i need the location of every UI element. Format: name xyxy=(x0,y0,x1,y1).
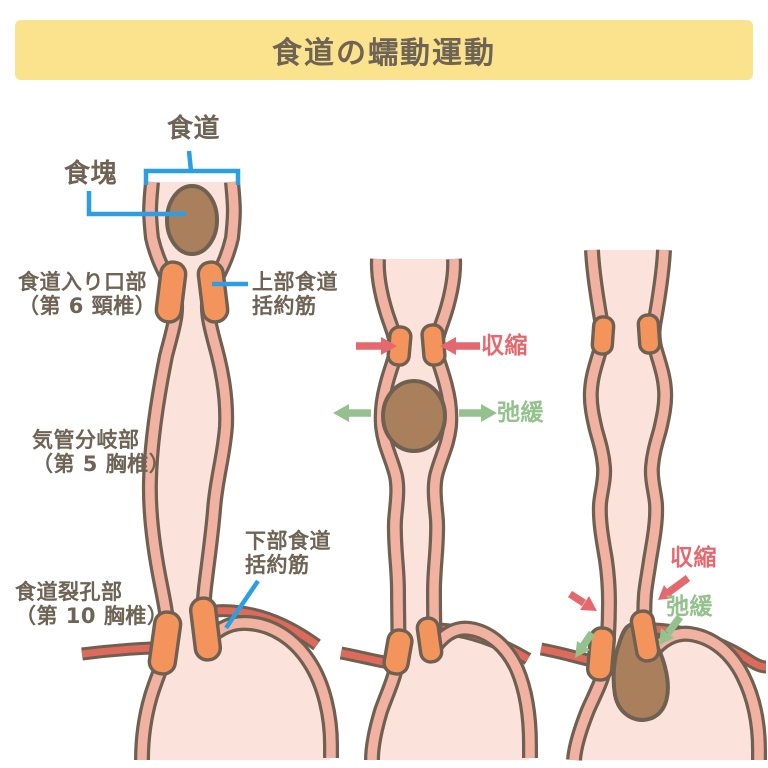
upper-sphincter-label-line1: 上部食道 xyxy=(252,270,338,294)
contraction-label-middle: 収縮 xyxy=(481,333,528,359)
relaxation-arrow-left-shaft xyxy=(579,630,596,649)
contraction-arrow-left-head xyxy=(580,596,597,611)
hiatus-label-line2: （第 10 胸椎） xyxy=(15,604,169,629)
food-bolus xyxy=(381,379,447,453)
lower-sphincter-label-line2: 括約筋 xyxy=(245,553,310,578)
esophagus-bracket-stem xyxy=(186,150,194,172)
upper-sphincter-label-line2: 括約筋 xyxy=(252,294,317,319)
page-title: 食道の蠕動運動 xyxy=(272,36,496,71)
esophagus-wall-right xyxy=(195,181,242,643)
upper-esophageal-sphincter-right xyxy=(636,313,662,355)
relaxation-arrow-left-head xyxy=(575,641,590,658)
lower-sphincter-label: 下部食道 括約筋 xyxy=(245,529,331,578)
lower-esophageal-sphincter-right xyxy=(629,609,661,663)
contraction-label-right: 収縮 xyxy=(670,545,717,571)
hiatus-label-line1: 食道裂孔部 xyxy=(15,580,123,604)
contraction-arrow-right-head xyxy=(658,585,674,600)
lower-esophageal-sphincter-right xyxy=(188,596,223,662)
bifurcation-label-line1: 気管分岐部 xyxy=(32,428,140,452)
relaxation-label-middle: 弛緩 xyxy=(497,400,544,426)
contraction-arrow-left-shaft xyxy=(567,590,587,607)
title-banner: 食道の蠕動運動 xyxy=(15,20,753,80)
panel-middle-diagram xyxy=(333,258,538,761)
bolus-label: 食塊 xyxy=(64,159,118,189)
relaxation-arrow-right-shaft xyxy=(665,614,683,636)
diaphragm-band-left xyxy=(81,641,152,661)
contraction-arrow-left-head xyxy=(381,337,397,355)
diaphragm-band-fill xyxy=(81,644,152,658)
bifurcation-label-line2: （第 5 胸椎） xyxy=(32,452,171,477)
lower-sphincter-label-line1: 下部食道 xyxy=(245,529,331,553)
lower-esophageal-sphincter-left xyxy=(382,628,414,676)
upper-esophageal-sphincter-left xyxy=(590,315,616,356)
wall-fill xyxy=(198,181,239,643)
relaxation-label-right: 弛緩 xyxy=(666,594,713,620)
relaxation-arrow-right-head xyxy=(659,628,674,645)
entrance-label: 食道入り口部 （第 6 頸椎） xyxy=(18,270,156,319)
stomach-dome-wall xyxy=(428,620,538,758)
lower-sphincter-callout-line xyxy=(224,579,260,630)
food-bolus xyxy=(165,184,219,256)
lower-esophageal-sphincter-left xyxy=(585,626,617,682)
wall-fill xyxy=(431,623,535,758)
upper-esophageal-sphincter-left xyxy=(154,260,188,324)
hiatus-label: 食道裂孔部 （第 10 胸椎） xyxy=(15,580,168,629)
bolus-callout-line xyxy=(86,191,186,217)
upper-sphincter-label: 上部食道 括約筋 xyxy=(252,270,338,319)
diaphragm-band-left xyxy=(339,646,391,670)
panel-left-diagram xyxy=(81,150,339,761)
entrance-label-line2: （第 6 頸椎） xyxy=(18,294,157,319)
relaxation-arrow-right-head xyxy=(481,404,497,422)
esophagus-label: 食道 xyxy=(167,114,221,144)
bifurcation-label: 気管分岐部 （第 5 胸椎） xyxy=(32,428,170,477)
contraction-arrow-right-shaft xyxy=(666,574,691,596)
lower-esophageal-sphincter-right xyxy=(415,616,444,664)
upper-esophageal-sphincter-right xyxy=(196,260,230,324)
esophagus-wall-right xyxy=(426,258,463,645)
lower-esophageal-sphincter-left xyxy=(147,610,183,676)
panel-right-diagram xyxy=(539,249,767,761)
entrance-label-line1: 食道入り口部 xyxy=(18,270,147,294)
esophagus-bracket xyxy=(143,168,241,185)
relaxation-arrow-left-head xyxy=(333,404,349,422)
contraction-arrow-right-head xyxy=(440,337,456,355)
